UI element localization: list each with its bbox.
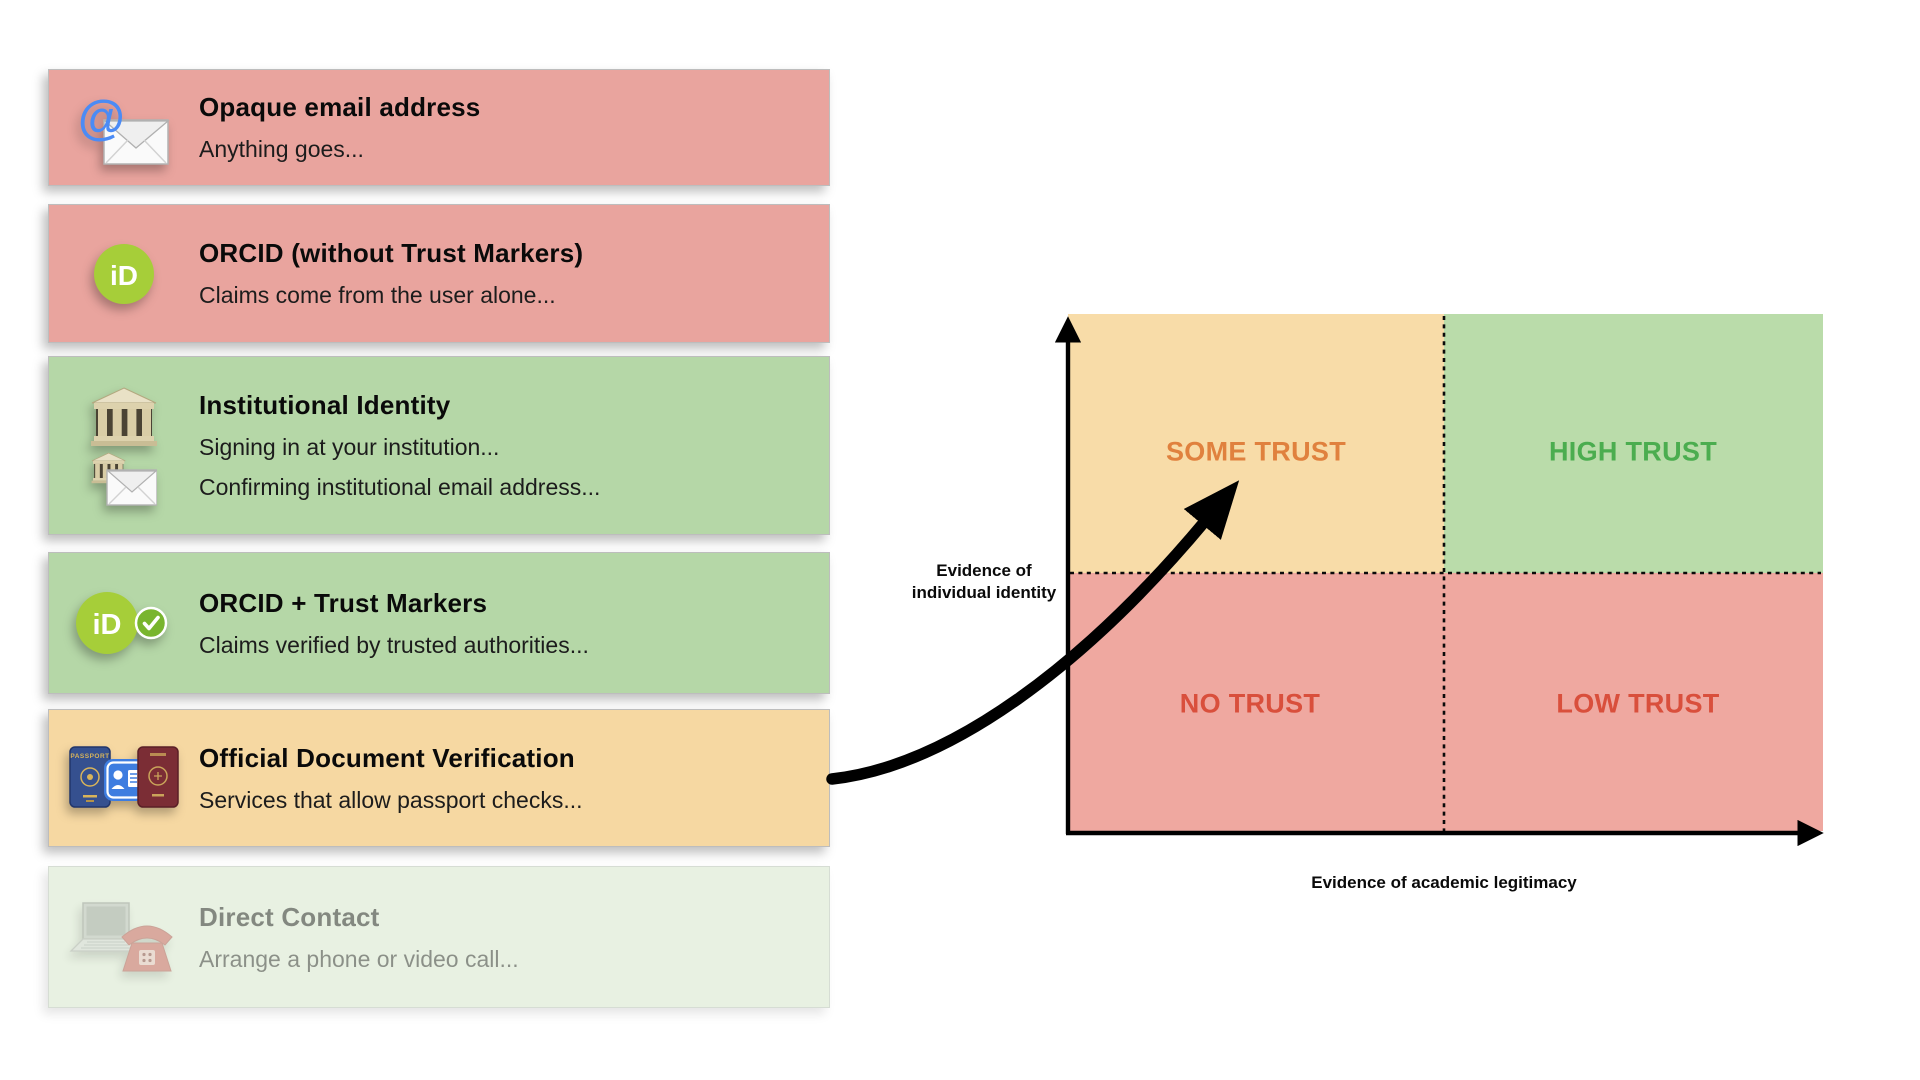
card-line: Anything goes...	[199, 136, 364, 162]
card-orcid-trust-markers: iD ORCID + Trust Markers Claims verified…	[48, 552, 830, 694]
card-title: Opaque email address	[199, 92, 481, 122]
orcid-id-text: iD	[93, 609, 122, 641]
card-orcid-plain: iD ORCID (without Trust Markers) Claims …	[48, 204, 830, 343]
card-direct-contact: Direct Contact Arrange a phone or video …	[48, 866, 830, 1008]
quadrant-label-low-trust: LOW TRUST	[1556, 688, 1720, 719]
card-line: Signing in at your institution...	[199, 434, 500, 460]
card-line: Arrange a phone or video call...	[199, 945, 519, 972]
laptop-phone-icon	[49, 901, 199, 973]
card-official-document-verification: PASSPORT	[48, 709, 830, 847]
quadrant-low-trust	[1444, 573, 1823, 831]
svg-text:@: @	[78, 92, 125, 145]
institution-building-icon	[91, 386, 157, 446]
card-line: Claims come from the user alone...	[199, 282, 556, 308]
card-title: Institutional Identity	[199, 390, 451, 420]
card-opaque-email: @ Opaque email address Anything goes...	[48, 69, 830, 186]
orcid-verified-icon-graphic: iD	[76, 592, 168, 654]
laptop-phone-icon-graphic	[69, 902, 173, 972]
card-line: Services that allow passport checks...	[199, 786, 583, 813]
quadrant-label-high-trust: HIGH TRUST	[1549, 436, 1717, 467]
passport-label: PASSPORT	[70, 753, 109, 760]
email-at-icon-graphic: @	[78, 92, 170, 165]
institution-email-icon	[91, 452, 157, 506]
card-title: ORCID (without Trust Markers)	[199, 238, 584, 268]
x-axis-label: Evidence of academic legitimacy	[1311, 873, 1577, 892]
institution-icon	[49, 386, 199, 506]
quadrant-high-trust	[1444, 314, 1823, 573]
card-line: Confirming institutional email address..…	[199, 474, 601, 500]
email-at-icon: @	[49, 88, 199, 168]
orcid-verified-icon: iD	[49, 589, 199, 657]
orcid-id-text: iD	[110, 260, 138, 291]
orcid-id-icon-graphic: iD	[94, 243, 154, 304]
passport-control-icon	[104, 759, 146, 801]
quadrant-label-some-trust: SOME TRUST	[1165, 436, 1347, 467]
telephone-icon	[121, 925, 173, 972]
card-title: ORCID + Trust Markers	[199, 587, 488, 618]
red-passport-icon	[137, 746, 179, 808]
card-institutional-identity: Institutional Identity Signing in at you…	[48, 356, 830, 535]
quadrant-label-no-trust: NO TRUST	[1179, 688, 1321, 719]
laptop-icon	[69, 902, 143, 952]
y-axis-label: Evidence of individual identity	[884, 560, 1084, 605]
passport-check-icon-graphic: PASSPORT	[69, 746, 179, 808]
y-axis-label-line2: individual identity	[911, 583, 1057, 603]
card-line: Claims verified by trusted authorities..…	[199, 631, 589, 658]
passport-check-icon: PASSPORT	[49, 741, 199, 815]
y-axis-label-line1: Evidence of	[936, 561, 1032, 580]
orcid-id-icon: iD	[49, 242, 199, 306]
card-title: Official Document Verification	[199, 742, 575, 773]
card-title: Direct Contact	[199, 901, 380, 932]
